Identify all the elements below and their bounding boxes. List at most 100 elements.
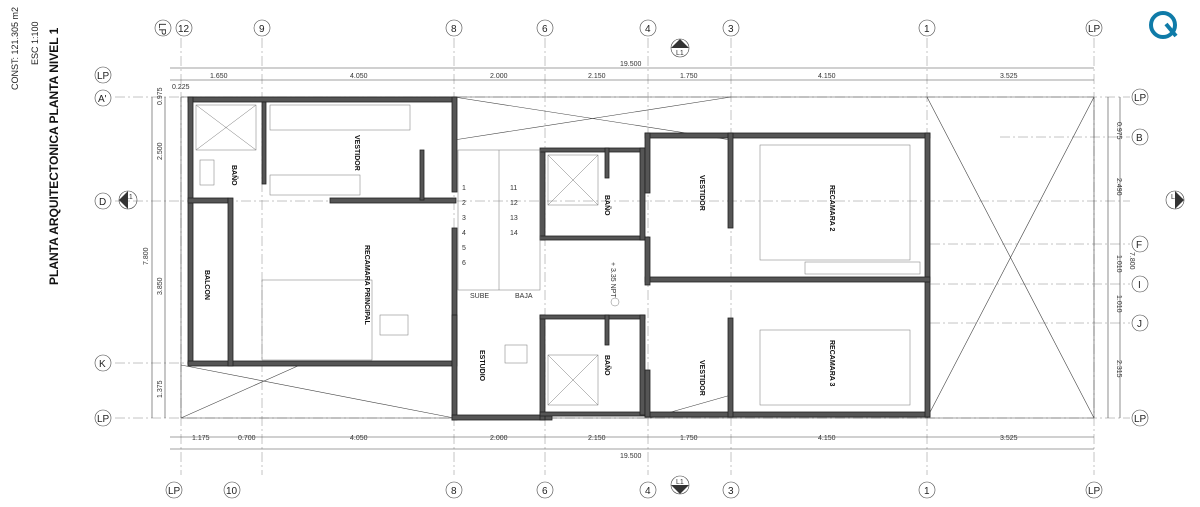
axis-label: K bbox=[99, 359, 106, 370]
stair-step-label: 6 bbox=[462, 260, 466, 267]
axis-bottom: LP 10 8 6 4 3 1 LP bbox=[165, 481, 1103, 499]
plan-title: PLANTA ARQUITECTONICA PLANTA NIVEL 1 bbox=[47, 27, 61, 285]
stair-step-label: 12 bbox=[510, 200, 518, 207]
axis-label: LP bbox=[97, 71, 110, 82]
axis-label: A' bbox=[98, 94, 107, 105]
axis-label: LP bbox=[1134, 93, 1147, 104]
axis-label: 3 bbox=[728, 24, 734, 35]
stair-steps: 1 2 3 4 5 6 11 12 13 14 SUBE BAJA bbox=[462, 185, 533, 300]
section-marker-label: L1 bbox=[676, 50, 684, 57]
axis-label: I bbox=[1138, 280, 1141, 291]
room-label-bano: BAÑO bbox=[230, 165, 239, 186]
axis-label: LP bbox=[1134, 414, 1147, 425]
axis-label: J bbox=[1137, 319, 1142, 330]
section-marker-label: L1 bbox=[676, 479, 684, 486]
axis-label: LP bbox=[1088, 486, 1101, 497]
dim-label: 1.175 bbox=[192, 435, 210, 442]
axis-label: 3 bbox=[728, 486, 734, 497]
plan-scale: ESC 1:100 bbox=[30, 21, 40, 65]
dims-top: 19.500 0.225 1.650 4.050 2.000 2.150 1.7… bbox=[172, 61, 1018, 91]
dim-label: 2.000 bbox=[490, 435, 508, 442]
dim-label: 1.750 bbox=[680, 435, 698, 442]
dim-label: 2.490 bbox=[1115, 178, 1122, 196]
axis-label: LP bbox=[156, 23, 167, 36]
stair-up-label: SUBE bbox=[470, 293, 489, 300]
dim-label: 7.800 bbox=[1128, 252, 1135, 270]
axis-label: D bbox=[99, 197, 106, 208]
axis-label: 6 bbox=[542, 486, 548, 497]
axis-label: B bbox=[1136, 133, 1143, 144]
dim-label: 3.525 bbox=[1000, 73, 1018, 80]
section-markers: L1 L1 L1 L1 bbox=[118, 38, 1185, 495]
axis-label: 4 bbox=[645, 24, 651, 35]
stair-step-label: 11 bbox=[510, 185, 517, 192]
dim-label: 0.700 bbox=[238, 435, 256, 442]
section-marker-label: L1 bbox=[1171, 194, 1179, 201]
stair-step-label: 3 bbox=[462, 215, 466, 222]
dim-label: 0.975 bbox=[157, 87, 164, 105]
level-label: + 3.35 NPT bbox=[609, 262, 616, 298]
room-label-vestidor: VESTIDOR bbox=[698, 175, 705, 211]
axis-top: LP 12 9 8 6 4 3 1 LP bbox=[154, 19, 1103, 37]
axis-label: F bbox=[1136, 240, 1142, 251]
room-labels: BAÑO VESTIDOR RECAMARA PRINCIPAL BALCON … bbox=[203, 135, 835, 396]
room-label-bano: BAÑO bbox=[603, 355, 612, 376]
dim-label: 1.010 bbox=[1115, 295, 1122, 313]
dimension-lines bbox=[151, 67, 1121, 450]
stair-down-label: BAJA bbox=[515, 293, 533, 300]
stair-step-label: 5 bbox=[462, 245, 466, 252]
axis-label: 10 bbox=[226, 486, 238, 497]
dims-left: 0.975 2.500 7.800 3.850 1.375 bbox=[143, 87, 164, 398]
axis-label: 9 bbox=[259, 24, 265, 35]
title-block: PLANTA ARQUITECTONICA PLANTA NIVEL 1 ESC… bbox=[10, 7, 61, 285]
stair-step-label: 14 bbox=[510, 230, 518, 237]
dim-label: 19.500 bbox=[620, 61, 642, 68]
stair-step-label: 1 bbox=[462, 185, 466, 192]
walls bbox=[187, 96, 931, 421]
roof-outline bbox=[180, 96, 1095, 419]
grid-lines bbox=[115, 38, 1130, 475]
room-label-vestidor: VESTIDOR bbox=[353, 135, 360, 171]
dim-label: 4.150 bbox=[818, 73, 836, 80]
dim-label: 4.050 bbox=[350, 435, 368, 442]
axis-label: 6 bbox=[542, 24, 548, 35]
plan-area: CONST: 121.305 m2 bbox=[10, 7, 20, 90]
dim-label: 3.525 bbox=[1000, 435, 1018, 442]
axis-label: 8 bbox=[451, 24, 457, 35]
room-label-balcon: BALCON bbox=[203, 270, 210, 300]
stair-step-label: 4 bbox=[462, 230, 466, 237]
axis-label: 4 bbox=[645, 486, 651, 497]
dim-label: 4.050 bbox=[350, 73, 368, 80]
dim-label: 7.800 bbox=[143, 247, 150, 265]
section-marker-label: L1 bbox=[125, 194, 133, 201]
dims-bottom: 19.500 1.175 0.700 4.050 2.000 2.150 1.7… bbox=[192, 435, 1018, 460]
dim-label: 19.500 bbox=[620, 453, 642, 460]
axis-label: LP bbox=[97, 414, 110, 425]
room-label-recamara-2: RECAMARA 2 bbox=[828, 185, 835, 232]
dim-label: 1.650 bbox=[210, 73, 228, 80]
axis-label: 12 bbox=[178, 24, 190, 35]
axis-right: LP B F I J LP bbox=[1131, 88, 1149, 427]
dim-label: 1.010 bbox=[1115, 255, 1122, 273]
dim-label: 1.750 bbox=[680, 73, 698, 80]
room-label-bano: BAÑO bbox=[603, 195, 612, 216]
room-label-recamara-principal: RECAMARA PRINCIPAL bbox=[363, 245, 370, 325]
dims-right: 0.975 2.490 7.800 1.010 1.010 2.315 bbox=[1115, 122, 1135, 378]
room-label-vestidor: VESTIDOR bbox=[698, 360, 705, 396]
room-label-recamara-3: RECAMARA 3 bbox=[828, 340, 835, 387]
dim-label: 1.375 bbox=[157, 380, 164, 398]
axis-label: 8 bbox=[451, 486, 457, 497]
dim-label: 0.975 bbox=[1115, 122, 1122, 140]
dim-label: 2.500 bbox=[157, 142, 164, 160]
dim-label: 2.150 bbox=[588, 73, 606, 80]
dim-label: 3.850 bbox=[157, 277, 164, 295]
dim-label: 4.150 bbox=[818, 435, 836, 442]
dim-label: 2.315 bbox=[1115, 360, 1122, 378]
stair-step-label: 2 bbox=[462, 200, 466, 207]
axis-label: LP bbox=[168, 486, 181, 497]
axis-left: LP A' D K LP bbox=[94, 66, 112, 427]
room-label-estudio: ESTUDIO bbox=[478, 350, 485, 382]
axis-label: 1 bbox=[924, 24, 930, 35]
logo bbox=[1149, 11, 1178, 39]
